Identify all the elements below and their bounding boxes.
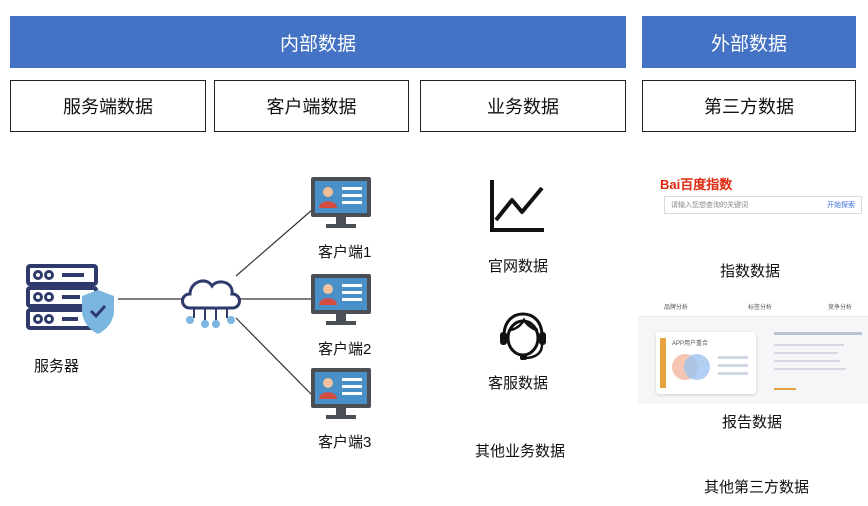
external-data-banner: 外部数据	[642, 16, 856, 68]
report-text-line	[774, 360, 840, 362]
client-data-box: 客户端数据	[214, 80, 409, 132]
internal-data-banner: 内部数据	[10, 16, 626, 68]
report-tab-3: 竞争分析	[828, 305, 853, 311]
website-data-label: 官网数据	[488, 258, 549, 275]
third-party-data-box: 第三方数据	[642, 80, 856, 132]
index-search-box: 请输入您想查询的关键词 开始探索	[664, 196, 862, 214]
report-venn-circle-b	[684, 354, 710, 380]
baidu-index-screenshot: Bai百度指数 请输入您想查询的关键词 开始探索	[656, 172, 866, 218]
client1-monitor-icon	[311, 177, 371, 228]
client2-monitor-icon	[311, 274, 371, 325]
report-text-line	[774, 352, 838, 354]
report-legend-line	[718, 356, 748, 359]
business-data-label: 业务数据	[487, 97, 559, 117]
report-text-line	[774, 332, 862, 335]
line-chart-icon	[490, 180, 544, 232]
report-text-line	[774, 344, 844, 346]
client3-label: 客户端3	[318, 434, 372, 451]
headset-agent-icon	[500, 312, 546, 360]
report-legend-line	[718, 372, 748, 375]
internal-data-title: 内部数据	[279, 33, 356, 55]
report-link-line	[774, 388, 796, 390]
report-text-line	[774, 368, 846, 370]
cloud-icon	[181, 279, 241, 328]
other-third-party-data-label: 其他第三方数据	[704, 479, 810, 496]
report-tab-2: 标签分析	[748, 305, 773, 311]
other-business-data-label: 其他业务数据	[475, 443, 566, 460]
report-tab-1: 品牌分析	[664, 305, 689, 311]
third-party-data-label: 第三方数据	[704, 97, 794, 117]
report-tab-bar: 品牌分析 标签分析 竞争分析	[638, 296, 868, 317]
report-card: APP用户重合	[656, 332, 756, 394]
index-data-label: 指数数据	[720, 263, 781, 280]
cloud-client3-link	[235, 317, 313, 396]
index-search-placeholder: 请输入您想查询的关键词	[671, 202, 748, 209]
baidu-index-logo: Bai百度指数	[660, 174, 732, 193]
server-label: 服务器	[34, 358, 80, 375]
external-data-title: 外部数据	[710, 33, 787, 55]
client-data-label: 客户端数据	[266, 97, 357, 117]
server-data-box: 服务端数据	[10, 80, 206, 132]
client3-monitor-icon	[311, 368, 371, 419]
report-screenshot: 品牌分析 标签分析 竞争分析 APP用户重合	[638, 296, 868, 404]
report-data-label: 报告数据	[722, 414, 783, 431]
business-data-box: 业务数据	[420, 80, 626, 132]
report-legend-line	[718, 364, 748, 367]
cloud-client1-link	[235, 209, 313, 277]
baidu-logo-text: Bai百度指数	[660, 177, 733, 192]
server-icon	[26, 264, 114, 334]
index-search-button: 开始探索	[827, 202, 855, 209]
report-card-title: APP用户重合	[672, 341, 709, 347]
report-card-accent	[660, 338, 666, 388]
support-data-label: 客服数据	[488, 375, 549, 392]
client2-label: 客户端2	[318, 341, 372, 358]
client1-label: 客户端1	[318, 244, 372, 261]
server-data-label: 服务端数据	[63, 97, 153, 117]
